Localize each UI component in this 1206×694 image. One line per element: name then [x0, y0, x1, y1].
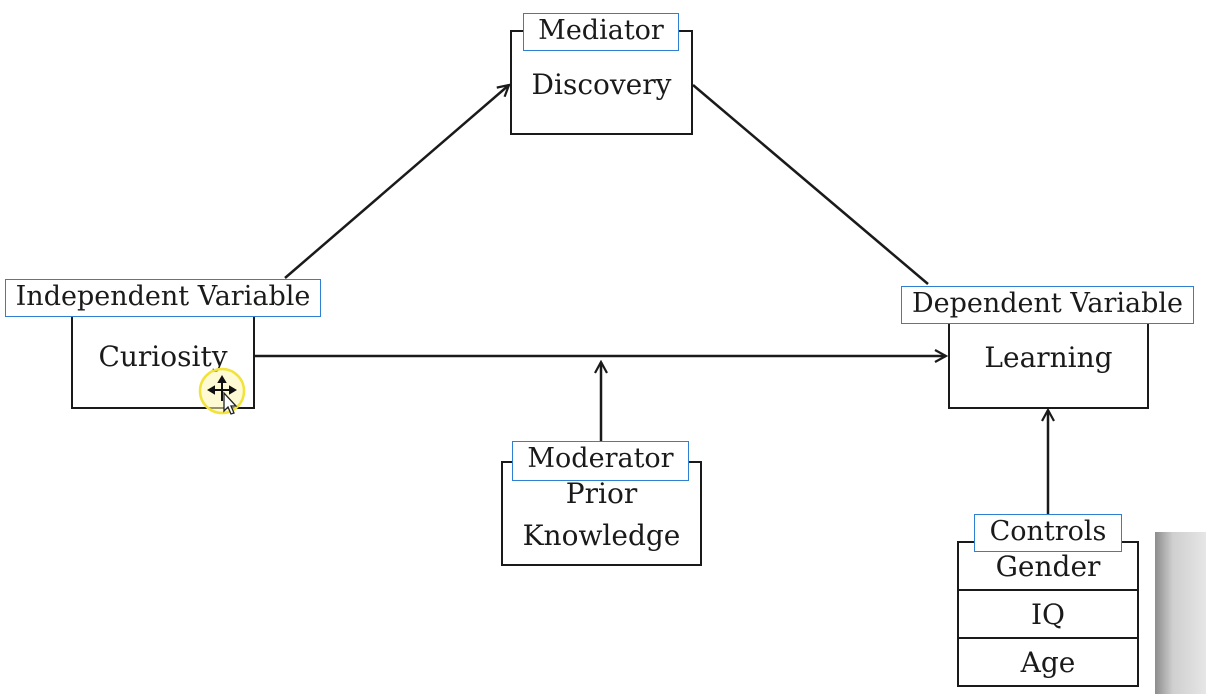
controls-divider — [959, 589, 1137, 591]
dependent-variable-label: Dependent Variable — [901, 286, 1194, 324]
independent-variable-name: Curiosity — [98, 340, 228, 373]
independent-variable-label: Independent Variable — [5, 279, 321, 317]
controls-divider — [959, 637, 1137, 639]
moderator-name-line1: Prior — [565, 477, 638, 510]
controls-item-age: Age — [1020, 646, 1076, 679]
controls-item-iq: IQ — [1030, 598, 1065, 631]
webcam-thumbnail — [1155, 532, 1206, 694]
controls-box: Gender IQ Age — [957, 541, 1139, 687]
moderator-label: Moderator — [512, 441, 689, 481]
edge-discovery-to-learning — [692, 84, 929, 285]
edge-curiosity-to-discovery — [284, 85, 509, 279]
moderator-name-line2: Knowledge — [522, 519, 681, 552]
mediator-label: Mediator — [523, 13, 679, 51]
move-cursor-icon — [198, 367, 246, 415]
dependent-variable-name: Learning — [984, 341, 1113, 374]
controls-label: Controls — [974, 514, 1122, 552]
controls-item-gender: Gender — [995, 550, 1101, 583]
mediator-name: Discovery — [531, 68, 672, 101]
